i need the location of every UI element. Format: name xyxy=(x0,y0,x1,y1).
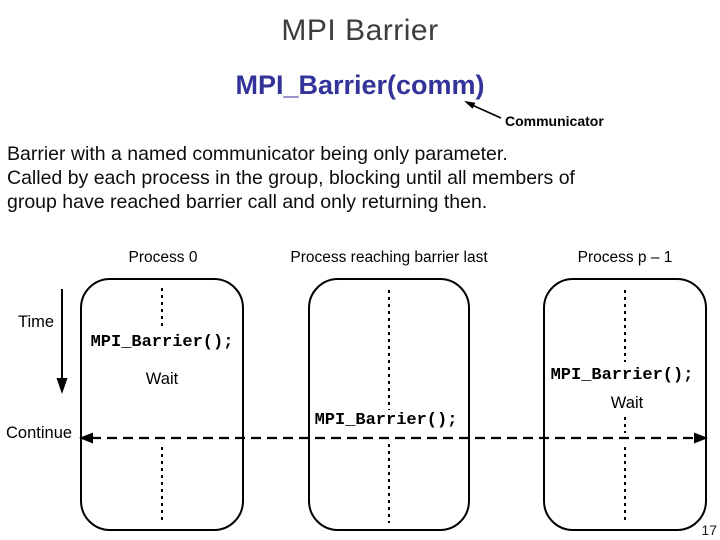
timeline-dotted-line xyxy=(624,417,626,433)
page-number: 17 xyxy=(701,522,717,538)
communicator-annotation-label: Communicator xyxy=(505,113,604,129)
body-line-1: Barrier with a named communicator being … xyxy=(7,143,508,165)
wait-label-process-p-1: Wait xyxy=(610,394,644,412)
timeline-dotted-line xyxy=(624,290,626,362)
timeline-dotted-line xyxy=(624,447,626,520)
timeline-dotted-line xyxy=(388,290,390,410)
process-last-timeline-box xyxy=(308,278,470,531)
body-line-2: Called by each process in the group, blo… xyxy=(7,167,575,189)
process-p-1-label: Process p – 1 xyxy=(577,249,673,266)
process-0-timeline-box xyxy=(80,278,244,531)
communicator-arrow xyxy=(464,101,502,119)
process-0-label: Process 0 xyxy=(128,249,198,266)
wait-label-process-0: Wait xyxy=(145,370,179,388)
timeline-dotted-line xyxy=(161,447,163,523)
time-arrow xyxy=(56,289,68,394)
process-p-1-timeline-box xyxy=(543,278,707,531)
timeline-dotted-line xyxy=(161,288,163,330)
function-signature: MPI_Barrier(comm) xyxy=(235,70,485,100)
body-text: Barrier with a named communicator being … xyxy=(7,142,575,214)
barrier-call-label-process-0: MPI_Barrier(); xyxy=(90,333,234,352)
time-axis-label: Time xyxy=(18,313,55,331)
process-last-label: Process reaching barrier last xyxy=(290,249,488,266)
body-line-3: group have reached barrier call and only… xyxy=(7,191,488,213)
timeline-dotted-line xyxy=(388,444,390,523)
barrier-call-label-process-p-1: MPI_Barrier(); xyxy=(550,366,694,385)
continue-label: Continue xyxy=(6,424,73,442)
slide-title: MPI Barrier xyxy=(281,14,439,47)
barrier-call-label-process-last: MPI_Barrier(); xyxy=(314,411,458,430)
